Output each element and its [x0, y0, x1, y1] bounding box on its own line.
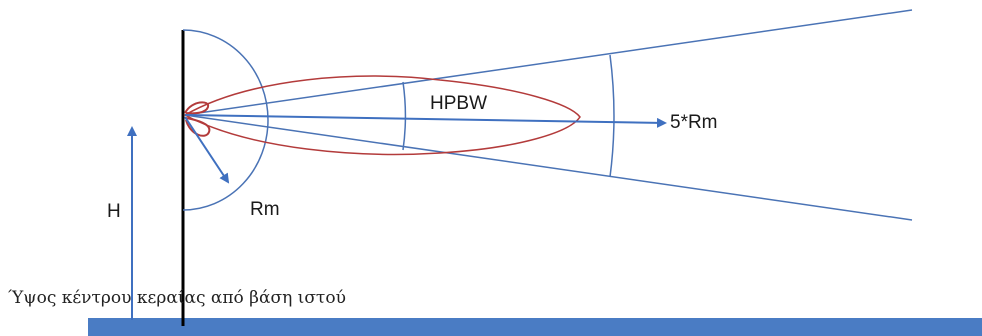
hpbw-arc: [402, 81, 407, 151]
back-lobe-lower: [185, 117, 211, 137]
beam-upper-edge: [184, 9, 913, 116]
main-axis-arrow: [184, 114, 667, 128]
hpbw-label: HPBW: [430, 93, 487, 114]
rm-arrow: [184, 116, 230, 184]
back-lobe-upper: [184, 101, 210, 115]
caption-text: Ύψος κέντρου κεραίας από βάση ιστού: [8, 288, 346, 308]
five-rm-label: 5*Rm: [670, 112, 718, 133]
rm-label: Rm: [250, 199, 280, 220]
main-lobe: [183, 75, 581, 156]
height-label: H: [107, 201, 121, 222]
rm-arc: [182, 29, 269, 211]
beam-lower-edge: [184, 114, 913, 221]
five-rm-arc: [609, 54, 615, 178]
ground-bar: [88, 318, 982, 336]
